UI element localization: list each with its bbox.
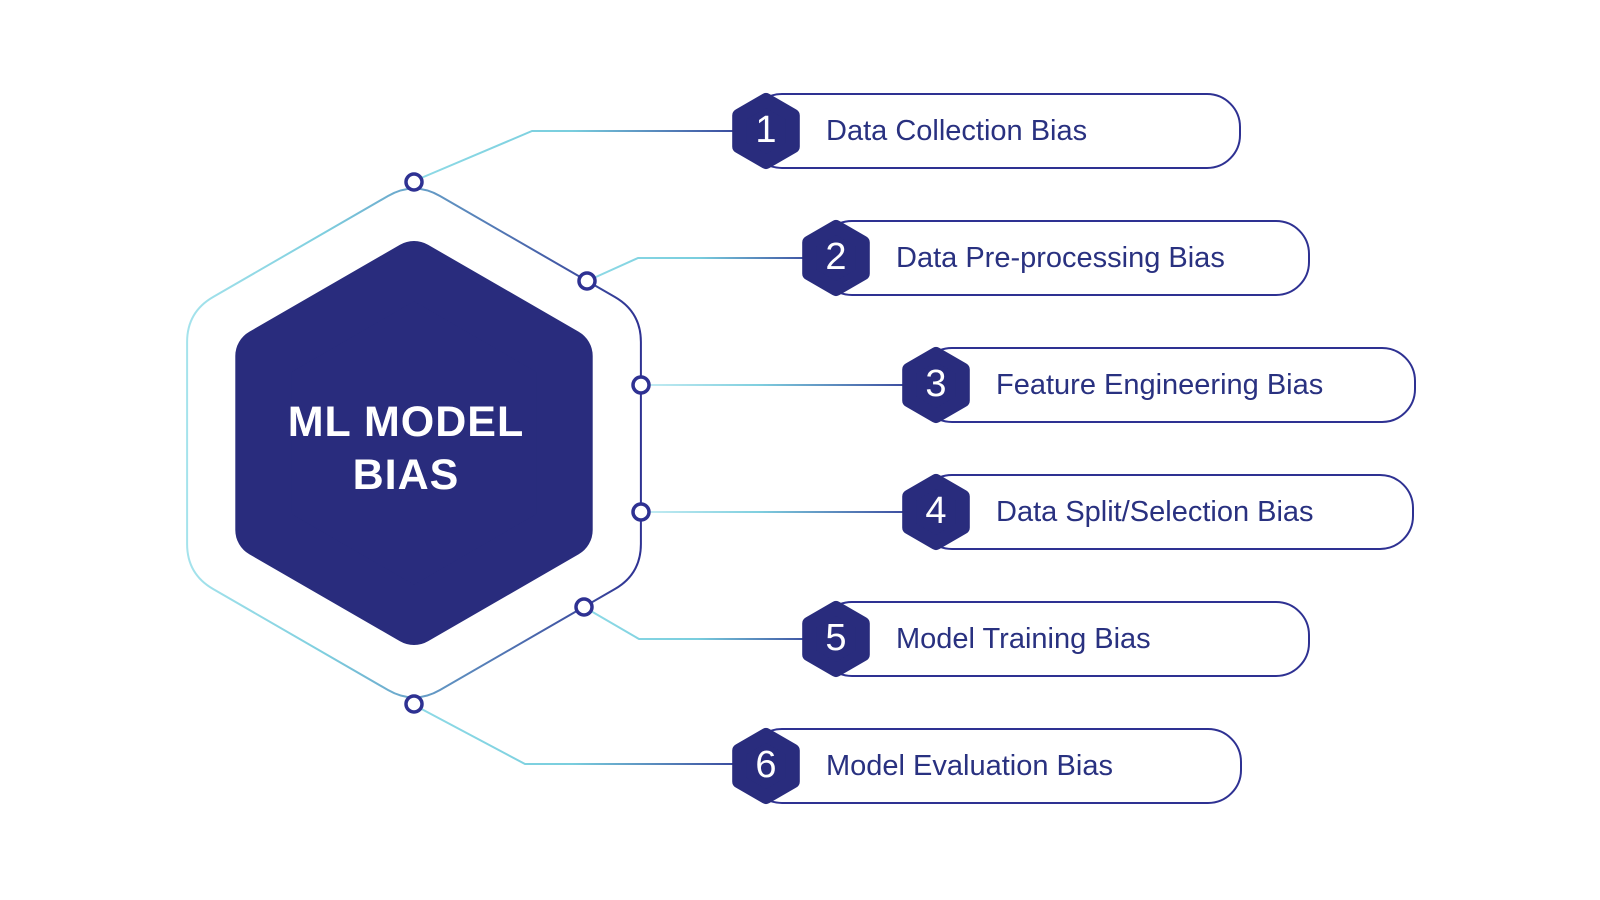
item-label-2: Data Pre-processing Bias — [896, 241, 1225, 274]
item-pill-2: Data Pre-processing Bias — [818, 220, 1310, 296]
center-title-line1: ML MODEL — [287, 398, 525, 446]
center-hexagon — [235, 241, 593, 645]
node-dot-3 — [631, 375, 651, 395]
item-number-badge-5: 5 — [802, 600, 870, 678]
hexagon-badge-icon — [732, 93, 800, 169]
connector-line-5 — [583, 606, 836, 640]
item-pill-5: Model Training Bias — [818, 601, 1310, 677]
item-pill-6: Model Evaluation Bias — [748, 728, 1242, 804]
item-pill-3: Feature Engineering Bias — [918, 347, 1416, 423]
item-number-badge-6: 6 — [732, 727, 800, 805]
node-dot-4 — [631, 502, 651, 522]
node-dot-1 — [404, 172, 424, 192]
node-dot-2 — [577, 271, 597, 291]
item-number-6: 6 — [755, 743, 777, 786]
outer-hexagon-outline — [186, 187, 642, 699]
node-dot-6 — [404, 694, 424, 714]
item-number-4: 4 — [925, 489, 947, 532]
hexagon-badge-icon — [902, 347, 970, 423]
item-number-3: 3 — [925, 362, 947, 405]
center-title: ML MODEL BIAS — [206, 396, 606, 502]
item-number-badge-2: 2 — [802, 219, 870, 297]
hexagon-badge-icon — [732, 728, 800, 804]
item-number-5: 5 — [825, 616, 847, 659]
connector-line-1 — [413, 130, 766, 182]
item-label-4: Data Split/Selection Bias — [996, 495, 1314, 528]
hexagon-badge-icon — [902, 474, 970, 550]
item-label-5: Model Training Bias — [896, 622, 1151, 655]
item-pill-4: Data Split/Selection Bias — [918, 474, 1414, 550]
item-label-3: Feature Engineering Bias — [996, 368, 1324, 401]
center-title-line2: BIAS — [352, 451, 460, 499]
item-number-badge-4: 4 — [902, 473, 970, 551]
item-label-6: Model Evaluation Bias — [826, 749, 1113, 782]
hexagon-badge-icon — [802, 601, 870, 677]
connector-line-6 — [413, 704, 766, 765]
connector-line-2 — [586, 257, 836, 282]
node-dot-5 — [574, 597, 594, 617]
item-number-badge-3: 3 — [902, 346, 970, 424]
item-number-1: 1 — [755, 108, 777, 151]
hexagon-badge-icon — [802, 220, 870, 296]
item-number-badge-1: 1 — [732, 92, 800, 170]
item-number-2: 2 — [825, 235, 847, 278]
item-pill-1: Data Collection Bias — [748, 93, 1241, 169]
item-label-1: Data Collection Bias — [826, 114, 1088, 147]
